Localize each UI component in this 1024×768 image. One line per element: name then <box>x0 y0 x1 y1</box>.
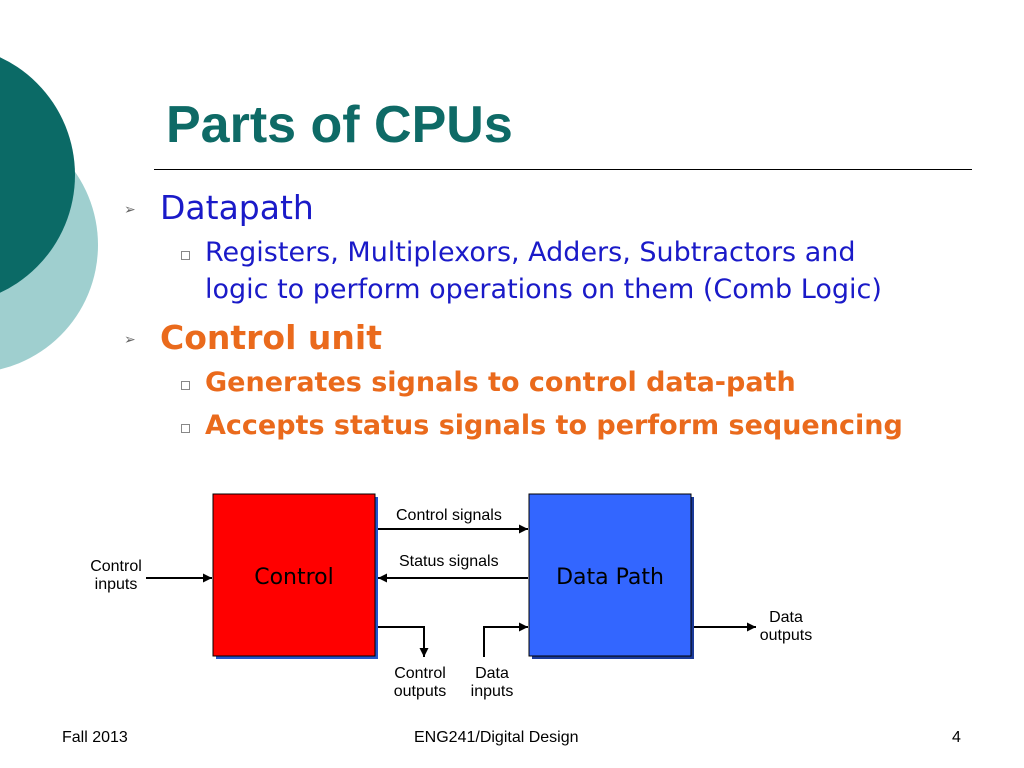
control-inputs-label: Control inputs <box>90 558 142 593</box>
slide-title: Parts of CPUs <box>166 96 513 154</box>
sub-bullet-datapath-line-2: logic to perform operations on them (Com… <box>205 274 882 305</box>
arrow-bullet-icon: ➢ <box>124 332 136 348</box>
arrow-bullet-icon: ➢ <box>124 202 136 218</box>
control-box <box>212 493 376 657</box>
data-inputs-label: Data inputs <box>470 665 514 700</box>
square-bullet-icon <box>181 381 190 390</box>
footer-course: ENG241/Digital Design <box>414 729 579 746</box>
square-bullet-icon <box>181 424 190 433</box>
data-inputs-arrow <box>483 622 528 657</box>
sub-bullet-datapath-line-1: Registers, Multiplexors, Adders, Subtrac… <box>205 237 856 268</box>
dark-teal-circle <box>0 57 75 293</box>
control-outputs-label: Control outputs <box>393 665 447 700</box>
datapath-box-label: Data Path <box>556 565 664 590</box>
bullet-datapath: Datapath <box>160 188 314 227</box>
data-outputs-label: Data outputs <box>759 609 813 644</box>
datapath-box <box>528 493 692 657</box>
square-bullet-icon <box>181 251 190 260</box>
status-signals-label: Status signals <box>399 553 499 570</box>
footer-page-number: 4 <box>952 729 961 746</box>
control-outputs-arrow <box>378 626 429 657</box>
title-divider <box>154 169 972 170</box>
control-signals-label: Control signals <box>396 507 502 524</box>
bullet-control-unit: Control unit <box>160 318 382 357</box>
sub-bullet-generates-signals: Generates signals to control data-path <box>205 367 796 398</box>
sub-bullet-accepts-status: Accepts status signals to perform sequen… <box>205 410 903 441</box>
control-box-label: Control <box>254 565 334 590</box>
footer-date: Fall 2013 <box>62 729 128 746</box>
